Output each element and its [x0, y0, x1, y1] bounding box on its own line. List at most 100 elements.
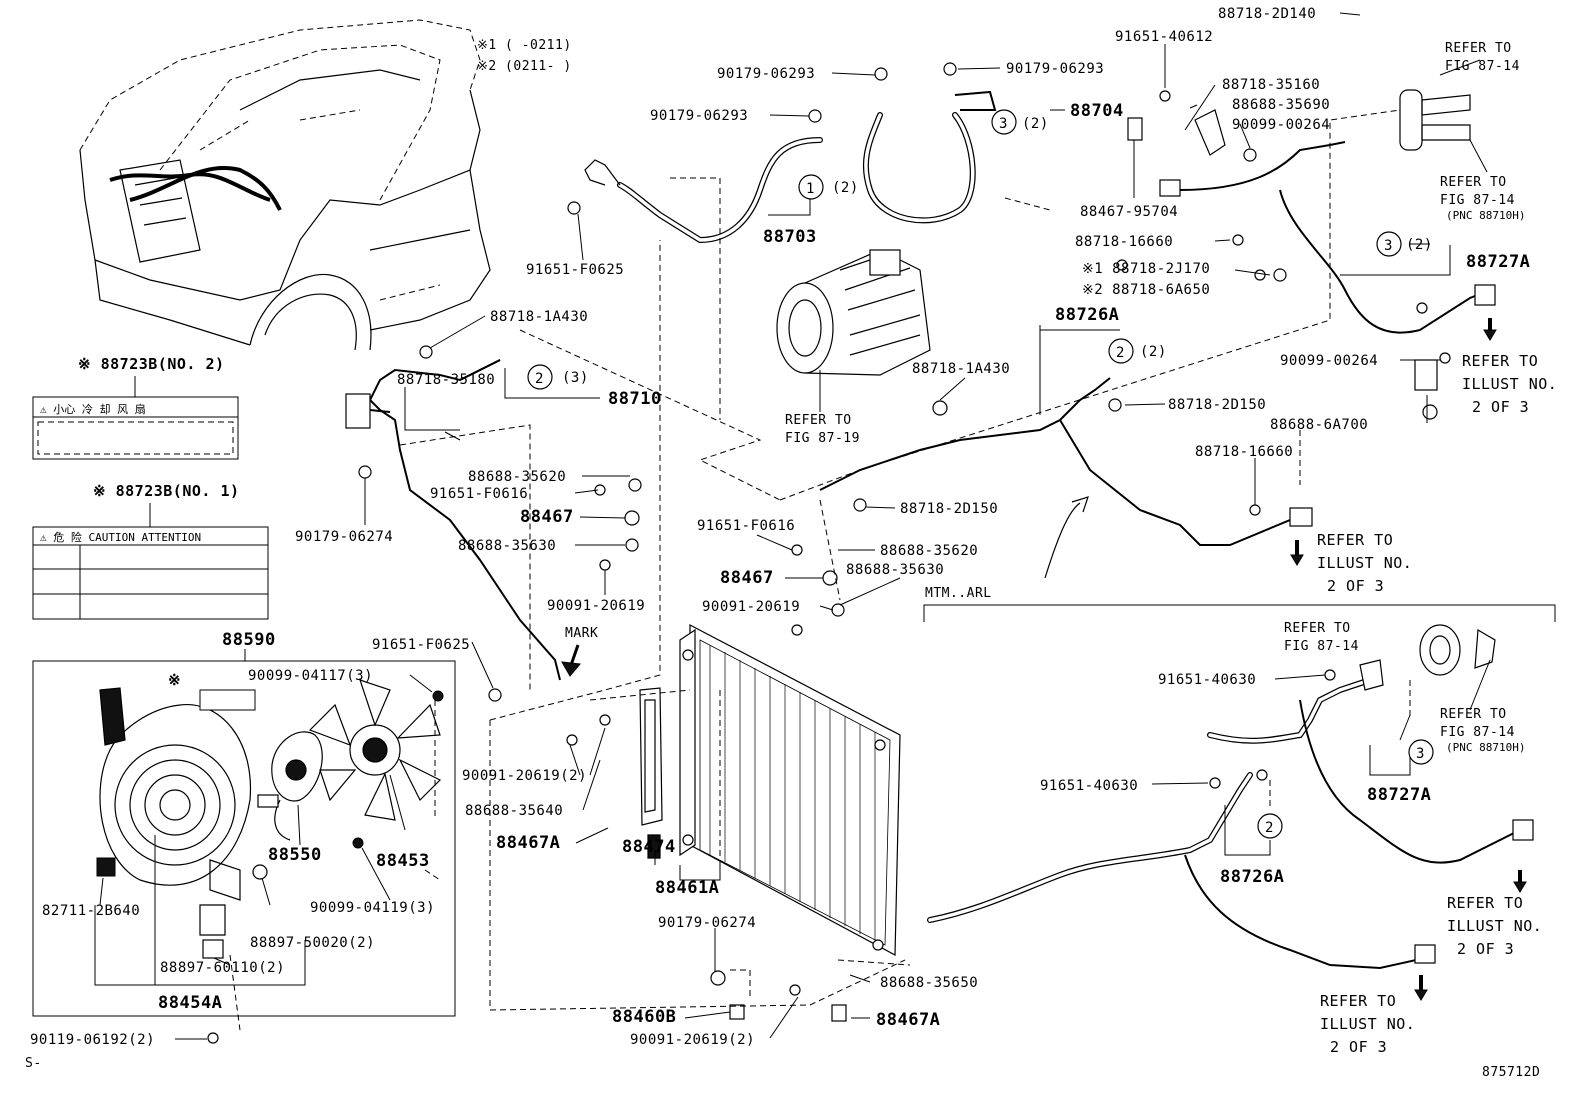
- ref-fig-87-14-d-3: (PNC 88710H): [1446, 741, 1525, 754]
- marker-3c: 3: [1416, 746, 1425, 762]
- fan-star-note: ※: [168, 671, 181, 689]
- part-90099-00264-a: 90099-00264: [1232, 117, 1330, 133]
- part-91651-f0625-a: 91651-F0625: [526, 262, 624, 278]
- ref-fig-87-14-a-1: REFER TO: [1445, 41, 1512, 56]
- ref-illust-d-1: REFER TO: [1320, 992, 1396, 1010]
- part-88688-35640: 88688-35640: [465, 803, 563, 819]
- part-88718-35160: 88718-35160: [1222, 77, 1320, 93]
- part-88590: 88590: [222, 630, 276, 650]
- piping: [345, 90, 1534, 970]
- part-91651-f0616-a: 91651-F0616: [430, 486, 528, 502]
- ac-condenser: [679, 624, 901, 956]
- part-88897-50020: 88897-50020(2): [250, 935, 375, 951]
- caution-label-no2: [32, 396, 239, 460]
- part-88718-2d140: 88718-2D140: [1218, 6, 1316, 22]
- ref-illust-b-3: 2 OF 3: [1327, 577, 1384, 595]
- hardware: [207, 62, 1451, 1044]
- receiver-dryer: [639, 687, 663, 859]
- note-1: ※1 ( -0211): [477, 38, 572, 53]
- part-88710: 88710: [608, 389, 662, 409]
- marker-2b: 2: [535, 371, 544, 387]
- part-labels: 88718-2D140 91651-40612 90179-06293 9017…: [30, 6, 1557, 1056]
- part-88688-35630-b: 88688-35630: [846, 562, 944, 578]
- part-88703: 88703: [763, 227, 817, 247]
- mtm-arl-note: MTM..ARL: [925, 586, 992, 601]
- label-no1-row1: ⚠ 危 险 CAUTION ATTENTION: [40, 530, 201, 544]
- fan-assembly-box: [32, 660, 456, 1017]
- part-88688-6a700: 88688-6A700: [1270, 417, 1368, 433]
- ref-illust-d-3: 2 OF 3: [1330, 1038, 1387, 1056]
- part-90179-06293-b: 90179-06293: [1006, 61, 1104, 77]
- part-88718-35180: 88718-35180: [397, 372, 495, 388]
- part-90091-20619-d: 90091-20619(2): [630, 1032, 755, 1048]
- ref-fig-87-14-c-2: FIG 87-14: [1284, 639, 1359, 654]
- part-82711-2b640: 82711-2B640: [42, 903, 140, 919]
- ref-illust-b-2: ILLUST NO.: [1317, 554, 1412, 572]
- marker-3b: 3: [1384, 238, 1393, 254]
- mtm-arl-bracket: [923, 604, 1556, 622]
- part-88718-2d150-b: 88718-2D150: [900, 501, 998, 517]
- part-88467a-b: 88467A: [876, 1010, 940, 1030]
- fan-shroud-label: [199, 689, 256, 711]
- circle-markers: 1 3 3 2 2 3 2: [527, 109, 1434, 839]
- part-90179-06293-c: 90179-06293: [650, 108, 748, 124]
- caution-label-no1: [32, 526, 269, 620]
- part-90119-06192: 90119-06192(2): [30, 1032, 155, 1048]
- fan-motor: [257, 731, 323, 841]
- mark-note: MARK: [565, 626, 598, 641]
- part-88688-35650: 88688-35650: [880, 975, 978, 991]
- ac-compressor: [776, 249, 931, 376]
- label-no1-title: ※ 88723B(NO. 1): [93, 482, 240, 500]
- part-88467-95704: 88467-95704: [1080, 204, 1178, 220]
- part-88454a: 88454A: [158, 993, 222, 1013]
- part-90091-20619-b: 90091-20619: [702, 599, 800, 615]
- note-2: ※2 (0211- ): [477, 59, 572, 74]
- fan-blade: [308, 679, 442, 821]
- flow-arrow: [1044, 502, 1081, 579]
- ref-fig-87-14-d-2: FIG 87-14: [1440, 725, 1515, 740]
- dashed-reference-lines: [229, 109, 1411, 1031]
- part-90179-06274-a: 90179-06274: [295, 529, 393, 545]
- ref-fig-87-14-d-1: REFER TO: [1440, 707, 1507, 722]
- part-88726a-b: 88726A: [1220, 867, 1284, 887]
- part-88718-16660-b: 88718-16660: [1195, 444, 1293, 460]
- part-88718-6a650: ※2 88718-6A650: [1082, 282, 1210, 298]
- part-90179-06293-a: 90179-06293: [717, 66, 815, 82]
- qty-88703: (2): [832, 180, 859, 196]
- qty-88727a-a: (2): [1406, 237, 1433, 253]
- part-88688-35620-b: 88688-35620: [880, 543, 978, 559]
- part-90091-20619-a: 90091-20619: [547, 598, 645, 614]
- refer-arrows: [1290, 318, 1527, 1001]
- part-88718-16660-a: 88718-16660: [1075, 234, 1173, 250]
- ref-fig-87-19-2: FIG 87-19: [785, 431, 860, 446]
- leader-lines: [94, 12, 1491, 1040]
- marker-3a: 3: [999, 116, 1008, 132]
- part-88726a-a: 88726A: [1055, 305, 1119, 325]
- ref-illust-a-1: REFER TO: [1462, 352, 1538, 370]
- part-88718-1a430-a: 88718-1A430: [490, 309, 588, 325]
- s-mark: S-: [25, 1056, 42, 1071]
- ref-illust-a-3: 2 OF 3: [1472, 398, 1529, 416]
- part-88688-35620-a: 88688-35620: [468, 469, 566, 485]
- qty-88710: (3): [562, 370, 589, 386]
- part-88460b: 88460B: [612, 1007, 676, 1027]
- qty-88704: (2): [1022, 116, 1049, 132]
- fan-shroud: [99, 687, 252, 959]
- part-88467-b: 88467: [720, 568, 774, 588]
- part-88467-a: 88467: [520, 507, 574, 527]
- marker-2a: 2: [1116, 345, 1125, 361]
- part-90099-04119: 90099-04119(3): [310, 900, 435, 916]
- ref-fig-87-14-b-2: FIG 87-14: [1440, 193, 1515, 208]
- part-88467a-a: 88467A: [496, 833, 560, 853]
- part-88688-35690: 88688-35690: [1232, 97, 1330, 113]
- part-91651-40630-b: 91651-40630: [1040, 778, 1138, 794]
- part-88727a-b: 88727A: [1367, 785, 1431, 805]
- part-90099-04117: 90099-04117(3): [248, 668, 373, 684]
- part-91651-f0625-b: 91651-F0625: [372, 637, 470, 653]
- marker-1: 1: [806, 181, 815, 197]
- ref-illust-b-1: REFER TO: [1317, 531, 1393, 549]
- ref-fig-87-19-1: REFER TO: [785, 413, 852, 428]
- part-91651-40612: 91651-40612: [1115, 29, 1213, 45]
- ref-illust-d-2: ILLUST NO.: [1320, 1015, 1415, 1033]
- part-88727a-a: 88727A: [1466, 252, 1530, 272]
